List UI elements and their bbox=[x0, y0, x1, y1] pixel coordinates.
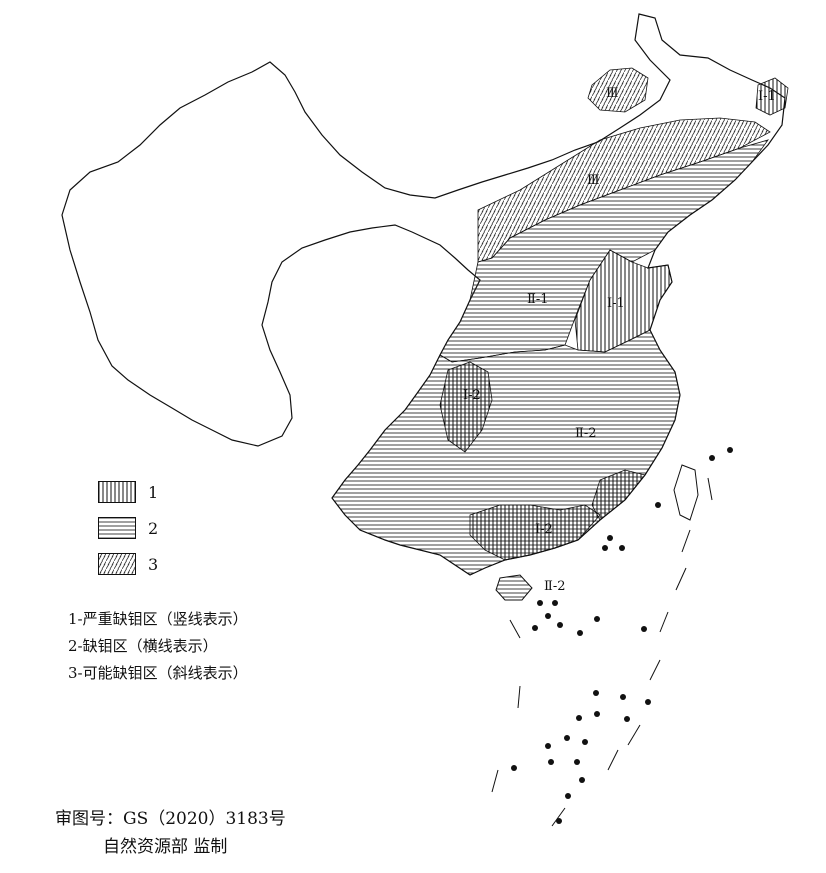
legend: 1 2 3 bbox=[98, 474, 218, 582]
label-iii-main: Ⅲ bbox=[587, 173, 600, 188]
label-i1-north: Ⅰ-1 bbox=[758, 89, 776, 104]
zone-iii-north bbox=[587, 67, 649, 113]
hainan-island bbox=[495, 574, 533, 601]
zone-i1-coast bbox=[591, 469, 646, 521]
taiwan-island bbox=[673, 464, 699, 521]
diagonal-dashes-swatch-icon bbox=[98, 553, 136, 575]
zone-i2-south bbox=[469, 504, 601, 561]
legend-number: 2 bbox=[148, 518, 159, 538]
legend-number: 1 bbox=[148, 482, 159, 502]
legend-number: 3 bbox=[148, 554, 159, 574]
zone-i1-northeast bbox=[755, 77, 789, 116]
note-deficiency: 2-缺钼区（横线表示） bbox=[68, 637, 218, 655]
review-number: 审图号：GS（2020）3183号 bbox=[55, 809, 286, 829]
label-i2-west: Ⅰ-2 bbox=[463, 388, 481, 403]
label-i2-south: Ⅰ-2 bbox=[535, 522, 553, 537]
label-ii2-hainan: Ⅱ-2 bbox=[544, 579, 566, 594]
note-possible-deficiency: 3-可能缺钼区（斜线表示） bbox=[68, 664, 248, 682]
horizontal-lines-swatch-icon bbox=[98, 517, 136, 539]
south-china-sea-islands bbox=[511, 447, 733, 824]
label-ii1: Ⅱ-1 bbox=[527, 292, 549, 307]
vertical-lines-swatch-icon bbox=[98, 481, 136, 503]
legend-notes: 1-严重缺钼区（竖线表示） 2-缺钼区（横线表示） 3-可能缺钼区（斜线表示） bbox=[68, 606, 248, 687]
map-credits: 审图号：GS（2020）3183号 自然资源部 监制 bbox=[55, 805, 286, 861]
label-ii2-main: Ⅱ-2 bbox=[575, 426, 597, 441]
label-i1-shandong: Ⅰ-1 bbox=[607, 296, 625, 311]
zone-i2-west bbox=[439, 361, 493, 453]
legend-item-3: 3 bbox=[98, 546, 218, 582]
legend-item-1: 1 bbox=[98, 474, 218, 510]
label-iii-north: Ⅲ bbox=[606, 86, 619, 101]
supervisor: 自然资源部 监制 bbox=[103, 837, 228, 857]
maritime-boundary-dashes bbox=[491, 477, 713, 827]
note-severe-deficiency: 1-严重缺钼区（竖线表示） bbox=[68, 610, 248, 628]
legend-item-2: 2 bbox=[98, 510, 218, 546]
